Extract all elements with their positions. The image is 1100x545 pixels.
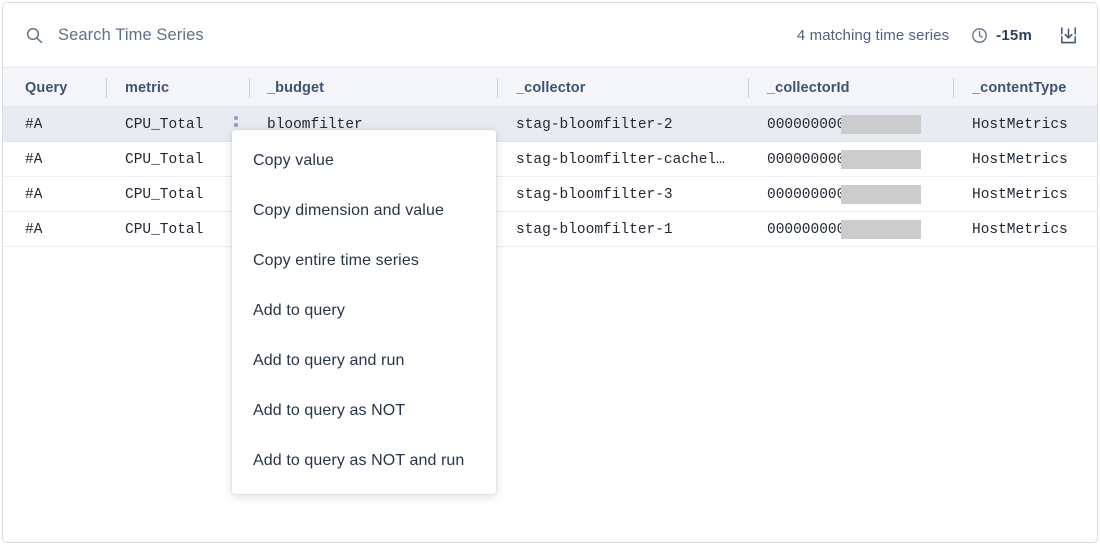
column-header-budget[interactable]: _budget [267, 80, 325, 96]
cell-metric: CPU_Total [125, 221, 204, 238]
cell-collector: stag-bloomfilter-1 [516, 221, 673, 238]
cell-collectorid: 000000000 [767, 186, 846, 203]
cell-metric: CPU_Total [125, 116, 204, 133]
redaction-block [841, 220, 921, 239]
time-range-label: -15m [996, 26, 1032, 44]
menu-item-add-to-query[interactable]: Add to query [253, 302, 345, 319]
column-divider[interactable] [748, 78, 749, 98]
menu-item-copy-value[interactable]: Copy value [253, 152, 335, 169]
column-header-collector[interactable]: _collector [516, 80, 586, 96]
cell-collectorid: 000000000 [767, 221, 846, 238]
row-context-menu: Copy value Copy dimension and value Copy… [232, 130, 496, 494]
cell-contenttype: HostMetrics [972, 116, 1068, 133]
download-icon[interactable] [1058, 25, 1079, 46]
table-row[interactable]: #A CPU_Total stag-bloomfilter-1 00000000… [3, 212, 1097, 247]
cell-metric: CPU_Total [125, 186, 204, 203]
menu-item-add-to-query-as-not[interactable]: Add to query as NOT [253, 402, 406, 419]
column-divider[interactable] [106, 78, 107, 98]
cell-collector: stag-bloomfilter-cachel… [516, 151, 725, 168]
search-input[interactable] [58, 25, 478, 45]
menu-item-copy-entire-time-series[interactable]: Copy entire time series [253, 252, 419, 269]
cell-collectorid: 000000000 [767, 151, 846, 168]
table-empty-area [3, 247, 1097, 507]
table-header-row: Query metric _budget _collector _collect… [3, 67, 1097, 107]
column-header-contenttype[interactable]: _contentType [972, 80, 1067, 96]
redaction-block [841, 115, 921, 134]
cell-contenttype: HostMetrics [972, 186, 1068, 203]
cell-budget: bloomfilter [267, 116, 363, 133]
search-icon [26, 27, 43, 43]
cell-collectorid: 000000000 [767, 116, 846, 133]
column-divider[interactable] [953, 78, 954, 98]
menu-item-add-to-query-as-not-and-run[interactable]: Add to query as NOT and run [253, 452, 465, 469]
cell-contenttype: HostMetrics [972, 151, 1068, 168]
search-toolbar: 4 matching time series -15m [3, 3, 1097, 67]
cell-query: #A [25, 151, 43, 168]
cell-query: #A [25, 221, 43, 238]
cell-collector: stag-bloomfilter-2 [516, 116, 673, 133]
search-field-group[interactable] [25, 25, 797, 45]
column-divider[interactable] [497, 78, 498, 98]
cell-query: #A [25, 186, 43, 203]
column-header-query[interactable]: Query [25, 80, 68, 96]
redaction-block [841, 185, 921, 204]
column-divider[interactable] [249, 78, 250, 98]
cell-contenttype: HostMetrics [972, 221, 1068, 238]
time-series-table: Query metric _budget _collector _collect… [3, 67, 1097, 507]
time-range-selector[interactable]: -15m [971, 27, 1032, 44]
table-row[interactable]: #A CPU_Total stag-bloomfilter-3 00000000… [3, 177, 1097, 212]
toolbar-actions: 4 matching time series -15m [797, 25, 1079, 46]
redaction-block [841, 150, 921, 169]
menu-item-copy-dimension-and-value[interactable]: Copy dimension and value [253, 202, 444, 219]
cell-metric: CPU_Total [125, 151, 204, 168]
clock-icon [972, 27, 988, 43]
cell-collector: stag-bloomfilter-3 [516, 186, 673, 203]
table-row[interactable]: #A CPU_Total stag-bloomfilter-cachel… 00… [3, 142, 1097, 177]
menu-item-add-to-query-and-run[interactable]: Add to query and run [253, 352, 405, 369]
column-header-collectorid[interactable]: _collectorId [767, 80, 850, 96]
cell-query: #A [25, 116, 43, 133]
matching-series-count: 4 matching time series [796, 26, 950, 44]
table-row[interactable]: #A CPU_Total bloomfilter stag-bloomfilte… [3, 107, 1097, 142]
column-header-metric[interactable]: metric [125, 80, 170, 96]
